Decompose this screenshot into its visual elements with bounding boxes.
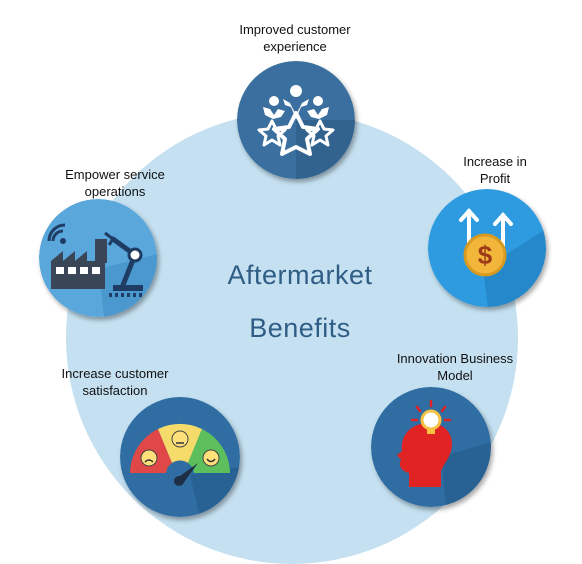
label-customer-satisfaction: Increase customer satisfaction [61,366,169,398]
node-innovation [371,387,491,507]
label-increase-profit: Increase in Profit [463,154,527,186]
label-service-operations: Empower service operations [65,167,165,199]
satisfaction-gauge-icon [120,397,240,517]
label-innovation: Innovation Business Model [396,351,514,383]
dollar-growth-icon: $ [428,189,546,307]
center-title-line1: Aftermarket [227,260,373,290]
node-customer-experience [237,61,355,179]
team-star-icon [237,61,355,179]
node-increase-profit: $ [428,189,546,307]
node-customer-satisfaction [120,397,240,517]
label-customer-experience: Improved customer experience [239,22,351,54]
center-title-line2: Benefits [249,313,351,343]
svg-text:$: $ [478,240,493,270]
factory-robot-icon [39,199,157,317]
node-service-operations [39,199,157,317]
idea-head-icon [371,387,491,507]
